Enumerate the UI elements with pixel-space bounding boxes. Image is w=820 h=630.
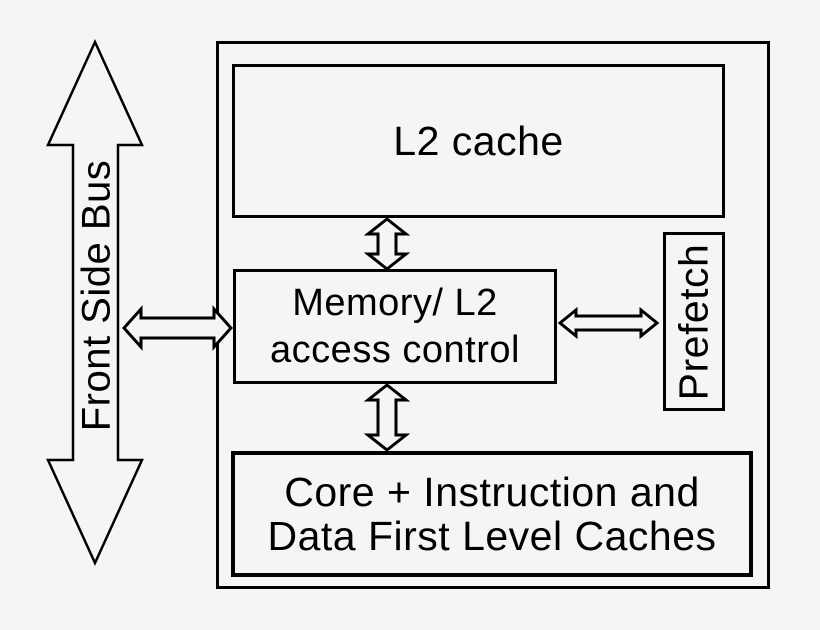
prefetch-box: Prefetch [663,232,725,411]
memory-l2-access-control-box: Memory/ L2 access control [233,269,557,384]
memory-l2-access-control-label-line2: access control [270,328,520,371]
l2-cache-label: L2 cache [393,117,564,164]
prefetch-label: Prefetch [670,243,717,400]
memory-l2-access-control-label-line1: Memory/ L2 [292,281,498,324]
fsb-memory-bidirectional-arrow-icon [121,305,234,351]
front-side-bus-label: Front Side Bus [74,159,119,431]
core-label-line2: Data First Level Caches [267,513,717,559]
core-label-line1: Core + Instruction and [284,469,700,515]
core-first-level-caches-box: Core + Instruction and Data First Level … [231,451,753,577]
l2-cache-box: L2 cache [232,64,725,218]
